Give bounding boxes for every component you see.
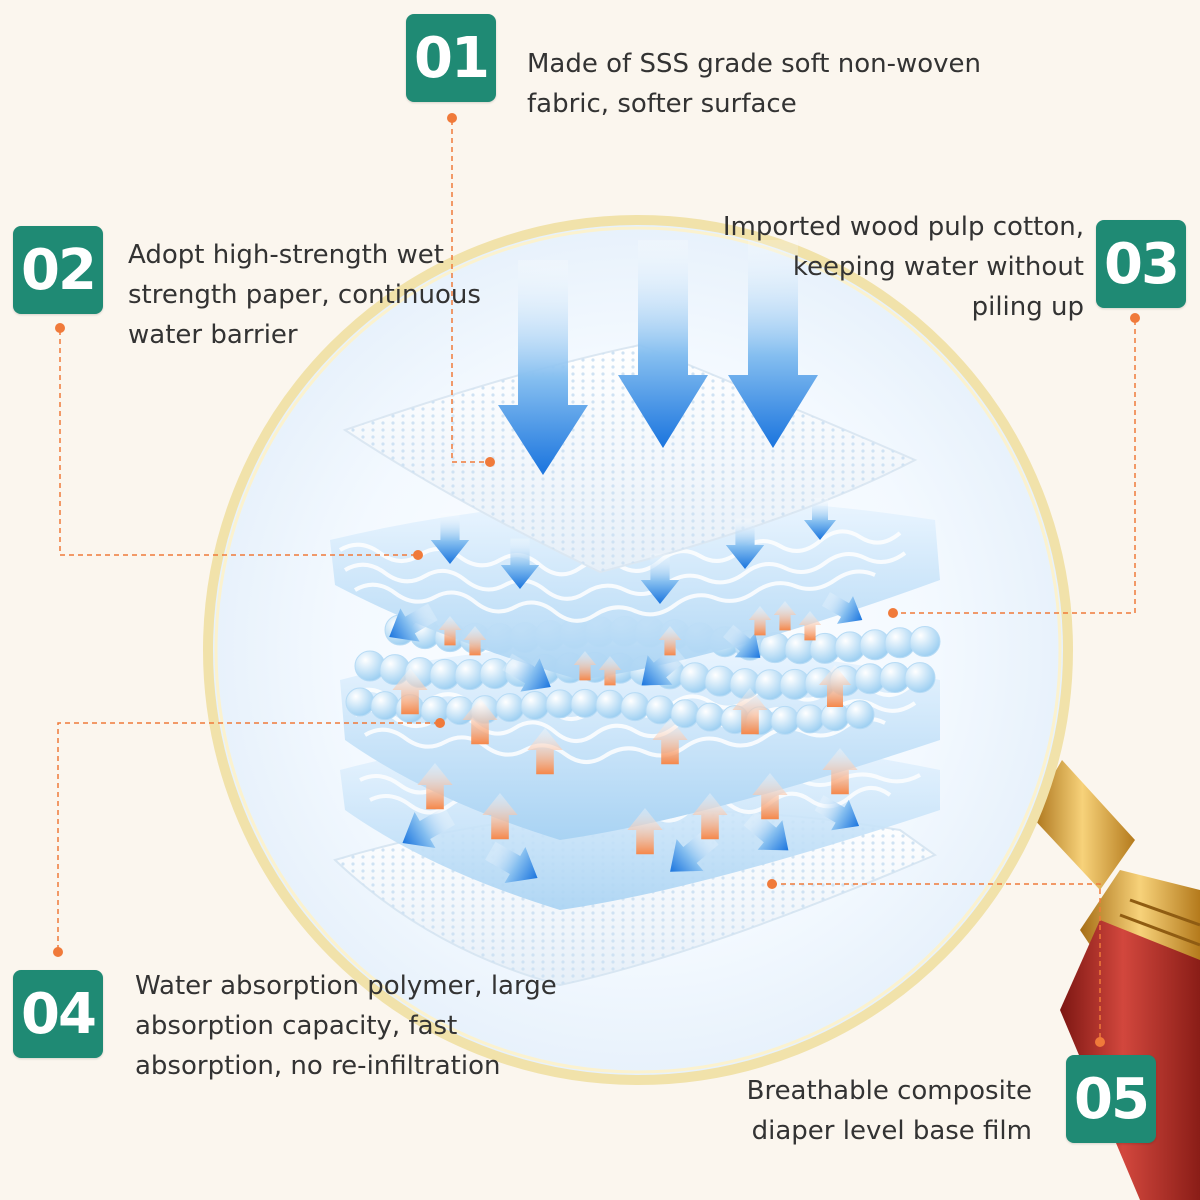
down-arrow-icon (640, 553, 680, 604)
down-arrow-icon (670, 828, 719, 872)
caption-05-line-2: diaper level base film (751, 1116, 1032, 1146)
up-arrow-icon (752, 773, 788, 820)
up-arrow-icon (658, 626, 682, 656)
leader-01 (451, 120, 490, 463)
down-arrow-icon (743, 810, 789, 851)
polymer-bead (420, 695, 450, 725)
down-arrow-icon (500, 538, 540, 589)
caption-03-line-2: keeping water without (792, 252, 1084, 282)
layer-wet-strength-paper (330, 499, 940, 680)
polymer-bead (670, 699, 700, 729)
leader-dots (53, 113, 1140, 1047)
down-arrow-icon (804, 498, 836, 540)
down-arrow-icon (430, 513, 470, 564)
polymer-bead (520, 690, 550, 720)
up-arrow-icon (822, 748, 858, 795)
up-arrow-icon (527, 728, 563, 775)
badge-02: 02 (13, 226, 103, 314)
caption-04: Water absorption polymer, large absorpti… (135, 966, 557, 1086)
leader-lines (57, 120, 1136, 1040)
leader-02 (59, 330, 418, 556)
polymer-bead (845, 700, 875, 730)
caption-05-line-1: Breathable composite (746, 1076, 1032, 1106)
badge-03: 03 (1096, 220, 1186, 308)
down-arrow-icon (389, 603, 438, 642)
down-arrow-icon (821, 592, 863, 624)
down-arrow-icon (814, 795, 860, 831)
caption-03-line-1: Imported wood pulp cotton, (722, 212, 1084, 242)
polymer-bead (570, 688, 600, 718)
up-arrow-icon (652, 718, 688, 765)
up-arrow-icon (732, 688, 768, 735)
polymer-bead (370, 691, 400, 721)
caption-04-line-3: absorption, no re-infiltration (135, 1051, 501, 1081)
up-arrow-icon (627, 808, 663, 855)
up-arrow-icon (819, 665, 851, 707)
caption-03-line-3: piling up (971, 292, 1084, 322)
caption-02-line-1: Adopt high-strength wet (128, 240, 444, 270)
polymer-bead (445, 696, 475, 726)
up-arrow-icon (392, 668, 428, 715)
up-arrow-icon (773, 601, 797, 631)
polymer-bead (795, 704, 825, 734)
caption-02-line-3: water barrier (128, 320, 298, 350)
polymer-bead (595, 689, 625, 719)
up-arrow-icon (748, 606, 772, 636)
leader-03 (893, 320, 1136, 614)
badge-05: 05 (1066, 1055, 1156, 1143)
up-arrow-icon (482, 793, 518, 840)
up-arrow-icon (598, 656, 622, 686)
up-arrow-icon (438, 616, 462, 646)
down-arrow-icon (641, 645, 687, 686)
up-arrow-icon (692, 793, 728, 840)
down-arrow-icon (725, 518, 765, 569)
caption-01-line-1: Made of SSS grade soft non-woven (527, 49, 982, 79)
caption-04-line-2: absorption capacity, fast (135, 1011, 458, 1041)
up-arrow-icon (417, 763, 453, 810)
up-arrow-icon (573, 651, 597, 681)
down-arrow-icon (485, 841, 538, 884)
up-arrow-icon (463, 626, 487, 656)
polymer-bead (695, 702, 725, 732)
caption-01-line-2: fabric, softer surface (527, 89, 797, 119)
down-arrow-icon (502, 653, 551, 692)
polymer-bead (909, 626, 941, 658)
polymer-bead (770, 705, 800, 735)
polymer-bead (495, 693, 525, 723)
polymer-bead (904, 662, 936, 694)
leader-04 (57, 722, 440, 950)
flow-arrows-small (389, 498, 863, 884)
down-arrow-icon (402, 806, 455, 849)
leader-05 (772, 883, 1101, 1040)
caption-05: Breathable composite diaper level base f… (747, 1071, 1032, 1151)
water-flow-arrows (498, 240, 818, 475)
up-arrow-icon (462, 698, 498, 745)
badge-04: 04 (13, 970, 103, 1058)
caption-01: Made of SSS grade soft non-woven fabric,… (527, 44, 981, 124)
polymer-bead (620, 692, 650, 722)
caption-04-line-1: Water absorption polymer, large (135, 971, 557, 1001)
badge-01: 01 (406, 14, 496, 102)
up-arrow-icon (798, 611, 822, 641)
polymer-bead (345, 687, 375, 717)
polymer-bead (545, 689, 575, 719)
caption-02: Adopt high-strength wet strength paper, … (128, 235, 481, 355)
caption-03: Imported wood pulp cotton, keeping water… (723, 207, 1084, 327)
down-arrow-icon (723, 624, 761, 658)
caption-02-line-2: strength paper, continuous (128, 280, 481, 310)
